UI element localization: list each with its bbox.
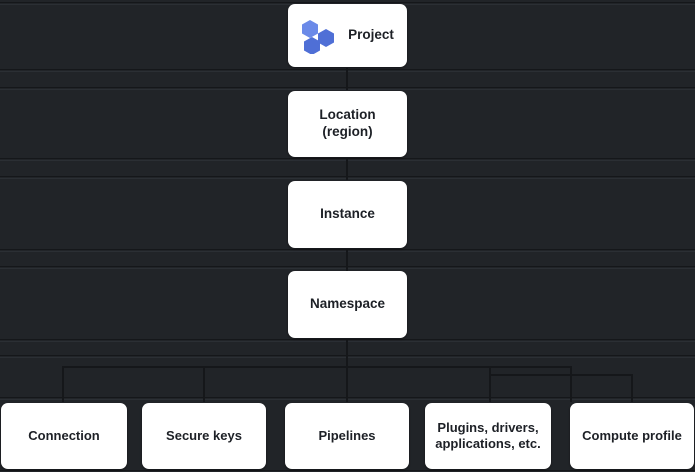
band-rule <box>0 2 695 3</box>
connector-drop-secure-keys <box>203 366 205 402</box>
connector-drop-compute-profile <box>570 366 572 402</box>
node-location-line2: (region) <box>322 124 373 139</box>
connector-bus-right <box>489 374 632 376</box>
band-rule <box>0 357 695 358</box>
band-rule <box>0 178 695 179</box>
node-pipelines-label: Pipelines <box>318 427 376 443</box>
node-namespace-label: Namespace <box>309 296 386 312</box>
connector-project-location <box>346 68 348 90</box>
node-connection-label: Connection <box>28 427 100 443</box>
band-rule <box>0 355 695 356</box>
band-rule <box>0 251 695 252</box>
node-instance[interactable]: Instance <box>288 181 407 248</box>
connector-drop-compute-profile-2 <box>631 374 633 402</box>
band-rule <box>0 397 695 398</box>
band-rule <box>0 341 695 342</box>
band-rule <box>0 176 695 177</box>
connector-namespace-bus <box>346 339 348 367</box>
band-rule <box>0 470 695 471</box>
node-compute-profile-label: Compute profile <box>582 427 682 443</box>
band-rule <box>0 71 695 72</box>
connector-drop-pipelines <box>346 366 348 402</box>
node-location[interactable]: Location (region) <box>288 91 407 157</box>
node-secure-keys[interactable]: Secure keys <box>142 403 266 469</box>
node-pipelines[interactable]: Pipelines <box>285 403 409 469</box>
band-rule <box>0 158 695 159</box>
band-rule <box>0 249 695 250</box>
band-rule <box>0 268 695 269</box>
node-project-label: Project <box>348 27 394 43</box>
node-secure-keys-label: Secure keys <box>166 427 242 443</box>
band-rule <box>0 399 695 400</box>
band-rule <box>0 266 695 267</box>
connector-location-instance <box>346 158 348 180</box>
node-compute-profile[interactable]: Compute profile <box>570 403 694 469</box>
band-rule <box>0 69 695 70</box>
node-plugins-line1: Plugins, drivers, <box>437 419 539 435</box>
node-connection[interactable]: Connection <box>1 403 127 469</box>
connector-drop-plugins <box>489 366 491 402</box>
node-location-line1: Location <box>319 107 376 123</box>
connector-drop-connection <box>62 366 64 402</box>
connector-instance-namespace <box>346 249 348 271</box>
node-plugins[interactable]: Plugins, drivers, applications, etc. <box>425 403 551 469</box>
band-rule <box>0 160 695 161</box>
band-rule <box>0 87 695 88</box>
node-plugins-label: Plugins, drivers, applications, etc. <box>435 420 540 453</box>
node-project[interactable]: Project <box>288 4 407 67</box>
band-rule <box>0 339 695 340</box>
node-plugins-line2: applications, etc. <box>435 436 541 451</box>
node-namespace[interactable]: Namespace <box>288 271 407 338</box>
connector-bus <box>62 366 570 368</box>
hexagons-icon <box>301 18 337 55</box>
band-rule <box>0 89 695 90</box>
node-location-label: Location (region) <box>319 107 375 141</box>
node-instance-label: Instance <box>320 206 375 222</box>
